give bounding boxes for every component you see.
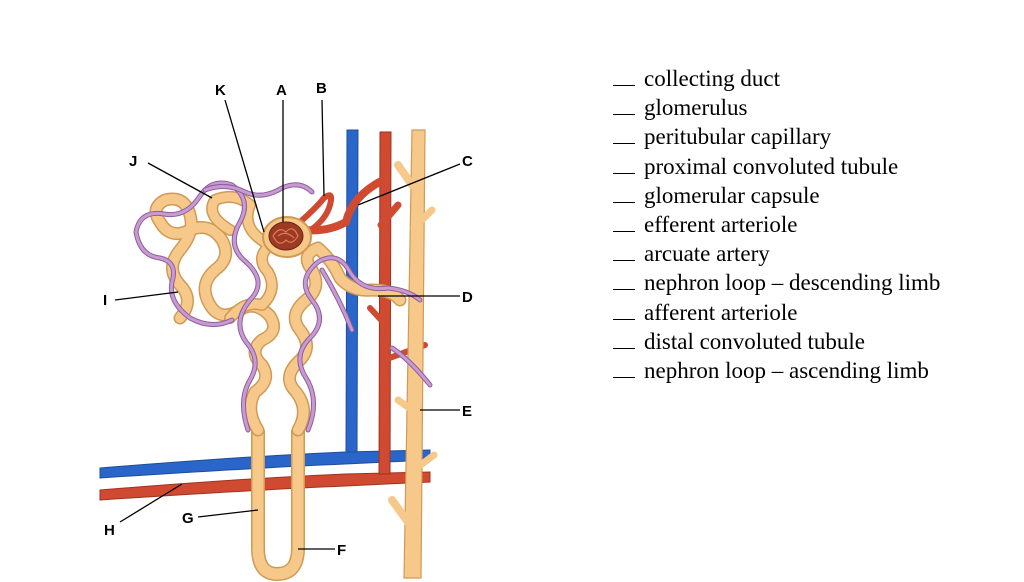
leader-i (114, 291, 179, 301)
label-e: E (462, 403, 472, 420)
term-item: glomerulus (613, 93, 940, 122)
label-g: G (182, 510, 194, 527)
leader-g (197, 509, 259, 518)
label-k: K (215, 82, 226, 99)
collecting-duct-branch (394, 161, 416, 189)
leader-b (321, 99, 325, 197)
term-label: proximal convoluted tubule (644, 153, 899, 179)
term-item: nephron loop – descending limb (613, 268, 940, 297)
glomerulus (268, 221, 304, 251)
term-label: efferent arteriole (644, 212, 798, 238)
term-item: nephron loop – ascending limb (613, 356, 940, 385)
answer-blank[interactable] (613, 329, 635, 349)
efferent-arteriole (297, 192, 335, 235)
label-b: B (316, 80, 327, 97)
answer-blank[interactable] (613, 270, 635, 291)
term-label: arcuate artery (644, 241, 770, 267)
answer-blank[interactable] (613, 183, 635, 203)
term-label: distal convoluted tubule (644, 328, 866, 354)
term-item: distal convoluted tubule (613, 327, 940, 356)
nephron-loop-fill (252, 430, 304, 580)
glomerulus-texture (272, 228, 299, 244)
answer-blank[interactable] (613, 212, 635, 233)
label-d: D (462, 289, 473, 306)
term-list: collecting duct glomerulus peritubular c… (613, 64, 940, 385)
answer-blank[interactable] (613, 66, 635, 86)
term-item: peritubular capillary (613, 122, 940, 151)
leader-k (224, 99, 265, 233)
artery-branch (367, 305, 384, 323)
term-label: nephron loop – ascending limb (644, 358, 929, 384)
term-label: glomerular capsule (644, 182, 820, 208)
label-c: C (462, 153, 473, 170)
term-label: nephron loop – descending limb (644, 270, 941, 296)
leader-c (357, 163, 461, 206)
term-item: efferent arteriole (613, 210, 940, 239)
label-a: A (276, 82, 287, 99)
term-item: collecting duct (613, 64, 940, 93)
collecting-duct-branch (410, 451, 438, 474)
nephron-loop (251, 430, 305, 582)
term-item: afferent arteriole (613, 298, 940, 327)
term-label: afferent arteriole (644, 299, 798, 325)
nephron-diagram: K A B C J I D E H G F (99, 80, 473, 582)
collecting-duct-branch (388, 496, 414, 529)
term-label: peritubular capillary (644, 124, 832, 150)
collecting-duct-branch (394, 396, 416, 414)
label-i: I (103, 292, 107, 309)
answer-blank[interactable] (613, 300, 635, 320)
term-item: arcuate artery (613, 239, 940, 268)
answer-blank[interactable] (613, 95, 635, 116)
leader-j (147, 162, 213, 199)
label-f: F (337, 542, 346, 559)
afferent-arteriole (301, 176, 387, 235)
answer-blank[interactable] (613, 154, 635, 174)
term-label: collecting duct (644, 66, 781, 91)
peritubular-capillaries (133, 180, 433, 433)
collecting-duct-branch (410, 206, 436, 232)
label-h: H (104, 522, 115, 539)
artery-branch (377, 201, 402, 229)
label-j: J (129, 153, 137, 170)
answer-blank[interactable] (613, 241, 635, 262)
term-item: proximal convoluted tubule (613, 152, 940, 181)
leader-h (119, 483, 183, 523)
answer-blank[interactable] (613, 358, 635, 379)
answer-blank[interactable] (613, 124, 635, 145)
term-label: glomerulus (644, 95, 748, 121)
term-item: glomerular capsule (613, 181, 940, 210)
